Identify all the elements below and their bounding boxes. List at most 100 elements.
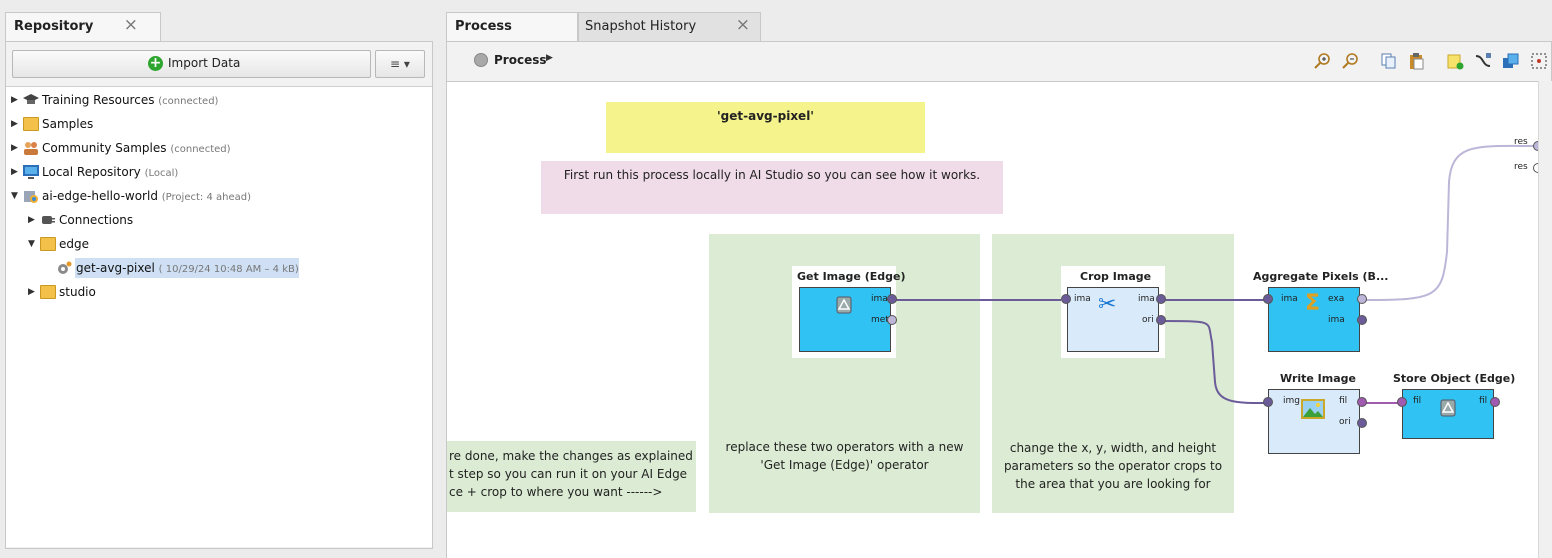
tab-process[interactable]: Process: [446, 12, 578, 41]
expand-arrow-icon[interactable]: ▶: [11, 95, 18, 105]
tab-process-label: Process: [455, 19, 512, 34]
note-title[interactable]: 'get-avg-pixel': [606, 102, 925, 153]
result-port-label: res: [1514, 162, 1528, 172]
output-port[interactable]: [1490, 397, 1500, 407]
tree-item-label: ai-edge-hello-world: [42, 189, 158, 203]
operator-title: Store Object (Edge): [1393, 372, 1516, 385]
output-port[interactable]: [1357, 294, 1367, 304]
connection-wires: [893, 144, 1538, 405]
import-data-label: Import Data: [168, 56, 241, 70]
tab-snapshot-history[interactable]: Snapshot History ×: [578, 12, 761, 41]
note-intro-text: First run this process locally in AI Stu…: [563, 168, 981, 182]
folder-icon: [40, 285, 56, 299]
output-port[interactable]: [887, 315, 897, 325]
input-port[interactable]: [1263, 397, 1273, 407]
breadcrumb-arrow-icon[interactable]: ▶: [546, 53, 553, 63]
tree-item-studio[interactable]: ▶ studio: [6, 281, 426, 303]
paste-icon[interactable]: [1408, 52, 1426, 70]
close-icon[interactable]: ×: [123, 15, 138, 35]
note-left-line: ce + crop to where you want ------>: [449, 485, 663, 499]
import-data-button[interactable]: + Import Data: [12, 50, 371, 78]
expand-arrow-icon[interactable]: ▶: [11, 167, 18, 177]
folder-icon: [23, 117, 39, 131]
note-replace-text: replace these two operators with a new '…: [725, 440, 964, 472]
arrange-icon[interactable]: [1502, 52, 1520, 70]
note-left[interactable]: re done, make the changes as explained t…: [447, 441, 696, 512]
port-label: exa: [1328, 294, 1345, 304]
fit-icon[interactable]: [1530, 52, 1548, 70]
tree-item-community-samples[interactable]: ▶ Community Samples (connected): [6, 137, 426, 159]
graduation-cap-icon: [23, 94, 39, 104]
process-gear-icon: [58, 261, 72, 274]
zoom-out-icon[interactable]: [1342, 52, 1360, 70]
auto-wire-icon[interactable]: [1474, 52, 1492, 70]
port-label: met: [871, 315, 889, 325]
vertical-scrollbar[interactable]: [1538, 81, 1552, 558]
port-label: fil: [1479, 396, 1488, 406]
tree-item-get-avg-pixel[interactable]: get-avg-pixel ( 10/29/24 10:48 AM – 4 kB…: [6, 257, 426, 279]
output-port[interactable]: [1357, 315, 1367, 325]
tree-item-label: Training Resources: [42, 93, 155, 107]
tree-item-samples[interactable]: ▶ Samples: [6, 113, 426, 135]
input-port[interactable]: [1061, 294, 1071, 304]
note-intro[interactable]: First run this process locally in AI Stu…: [541, 161, 1003, 214]
zoom-in-icon[interactable]: [1314, 52, 1332, 70]
scissors-icon: ✂: [1098, 292, 1117, 317]
new-note-icon[interactable]: [1446, 52, 1464, 70]
tree-item-label: Samples: [42, 117, 94, 131]
image-file-icon: [1301, 399, 1325, 419]
port-label: ima: [871, 294, 888, 304]
tree-item-edge[interactable]: ▼ edge: [6, 233, 426, 255]
process-toolbar: [446, 41, 1552, 81]
tree-item-training-resources[interactable]: ▶ Training Resources (connected): [6, 89, 426, 111]
close-icon[interactable]: ×: [735, 15, 750, 35]
collapse-arrow-icon[interactable]: ▼: [28, 239, 35, 249]
operator-write-image[interactable]: img fil ori: [1268, 389, 1360, 454]
output-port[interactable]: [887, 294, 897, 304]
tree-item-local-repository[interactable]: ▶ Local Repository (Local): [6, 161, 426, 183]
tree-item-status: (connected): [170, 144, 231, 155]
expand-arrow-icon[interactable]: ▶: [11, 119, 18, 129]
port-label: ori: [1339, 417, 1351, 427]
tree-item-status: ( 10/29/24 10:48 AM – 4 kB): [158, 264, 299, 275]
result-port-label: res: [1514, 137, 1528, 147]
monitor-icon: [23, 165, 39, 179]
output-port[interactable]: [1156, 294, 1166, 304]
process-canvas[interactable]: 'get-avg-pixel' First run this process l…: [446, 81, 1538, 558]
output-port[interactable]: [1357, 397, 1367, 407]
breadcrumb-process[interactable]: Process: [494, 53, 547, 67]
expand-arrow-icon[interactable]: ▶: [28, 287, 35, 297]
tab-snapshot-label: Snapshot History: [585, 19, 697, 34]
repository-menu-button[interactable]: ≡ ▾: [375, 50, 425, 78]
operator-crop-image[interactable]: ✂ ima ima ori: [1067, 287, 1159, 352]
tree-item-label: Local Repository: [42, 165, 141, 179]
copy-icon[interactable]: [1380, 52, 1398, 70]
input-port[interactable]: [1397, 397, 1407, 407]
port-label: img: [1283, 396, 1300, 406]
input-port[interactable]: [1263, 294, 1273, 304]
selection-highlight: [75, 258, 299, 278]
wire-aggregate-to-result: [1364, 144, 1538, 301]
result-port[interactable]: [1533, 163, 1538, 173]
output-port[interactable]: [1156, 315, 1166, 325]
operator-store-object-edge[interactable]: fil fil: [1402, 389, 1494, 439]
wire-crop-to-write: [1161, 320, 1272, 405]
repository-tab-label: Repository: [14, 19, 94, 34]
operator-aggregate-pixels[interactable]: Σ ima exa ima: [1268, 287, 1360, 352]
tree-item-status: (Local): [144, 168, 179, 179]
port-label: ima: [1328, 315, 1345, 325]
edge-device-icon: [1440, 399, 1456, 417]
tree-item-ai-edge-hello-world[interactable]: ▼ ai-edge-hello-world (Project: 4 ahead): [6, 185, 426, 207]
tree-item-connections[interactable]: ▶ Connections: [6, 209, 426, 231]
repository-tree: ▶ Training Resources (connected) ▶ Sampl…: [6, 86, 432, 547]
expand-arrow-icon[interactable]: ▶: [28, 215, 35, 225]
expand-arrow-icon[interactable]: ▶: [11, 143, 18, 153]
people-icon: [24, 142, 38, 155]
repository-tab[interactable]: Repository ×: [5, 12, 161, 41]
result-port[interactable]: [1533, 141, 1538, 151]
note-change-text: change the x, y, width, and height param…: [1003, 441, 1223, 491]
output-port[interactable]: [1357, 418, 1367, 428]
operator-get-image-edge[interactable]: ima met: [799, 287, 891, 352]
collapse-arrow-icon[interactable]: ▼: [11, 191, 18, 201]
edge-device-icon: [836, 296, 852, 314]
